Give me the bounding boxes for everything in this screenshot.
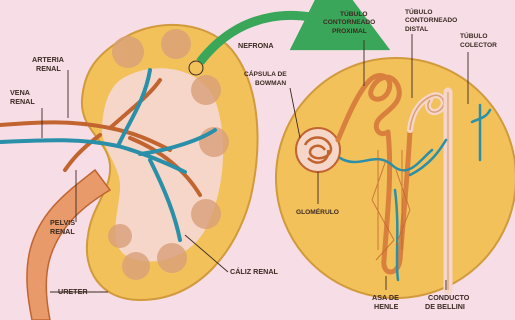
svg-text:GLOMÉRULO: GLOMÉRULO xyxy=(296,207,339,216)
svg-text:CONTORNEADO: CONTORNEADO xyxy=(323,19,375,26)
svg-text:RENAL: RENAL xyxy=(10,97,35,106)
svg-text:RENAL: RENAL xyxy=(50,227,75,236)
svg-text:URETER: URETER xyxy=(58,287,88,296)
label-ureter: URETER xyxy=(58,287,88,296)
svg-text:PROXIMAL: PROXIMAL xyxy=(332,28,367,35)
svg-text:ASA DE: ASA DE xyxy=(372,293,399,302)
nephron-circle xyxy=(276,58,515,298)
svg-text:BOWMAN: BOWMAN xyxy=(255,80,286,87)
label-caliz-renal: CÁLIZ RENAL xyxy=(230,267,279,276)
nephron-enlargement xyxy=(276,58,515,298)
label-vena-renal: VENA RENAL xyxy=(10,88,35,106)
svg-text:RENAL: RENAL xyxy=(36,64,61,73)
label-glomerulo: GLOMÉRULO xyxy=(296,207,339,216)
svg-text:CÁPSULA DE: CÁPSULA DE xyxy=(244,69,287,78)
svg-text:PELVIS: PELVIS xyxy=(50,218,75,227)
svg-text:VENA: VENA xyxy=(10,88,30,97)
svg-text:CÁLIZ RENAL: CÁLIZ RENAL xyxy=(230,267,279,276)
svg-text:ARTERIA: ARTERIA xyxy=(32,55,64,64)
label-asa-henle: ASA DE HENLE xyxy=(372,293,399,311)
svg-text:CONDUCTO: CONDUCTO xyxy=(428,293,470,302)
label-arteria-renal: ARTERIA RENAL xyxy=(32,55,64,73)
label-pelvis-renal: PELVIS RENAL xyxy=(50,218,75,236)
label-tubulo-distal: TÚBULO CONTORNEADO DISTAL xyxy=(405,7,457,33)
title-nefrona: Nefrona xyxy=(238,41,274,50)
svg-text:TÚBULO: TÚBULO xyxy=(405,7,432,16)
svg-text:CONTORNEADO: CONTORNEADO xyxy=(405,17,457,24)
bowman-capsule xyxy=(296,128,340,172)
label-conducto-bellini: CONDUCTO DE BELLINI xyxy=(425,293,470,311)
svg-text:TÚBULO: TÚBULO xyxy=(340,9,367,18)
svg-text:HENLE: HENLE xyxy=(374,302,399,311)
label-tubulo-proximal: TÚBULO CONTORNEADO PROXIMAL xyxy=(323,9,375,35)
svg-text:COLECTOR: COLECTOR xyxy=(460,42,497,49)
svg-text:TÚBULO: TÚBULO xyxy=(460,31,487,40)
svg-text:DE BELLINI: DE BELLINI xyxy=(425,302,465,311)
label-tubulo-colector: TÚBULO COLECTOR xyxy=(460,31,497,49)
svg-text:DISTAL: DISTAL xyxy=(405,26,428,33)
